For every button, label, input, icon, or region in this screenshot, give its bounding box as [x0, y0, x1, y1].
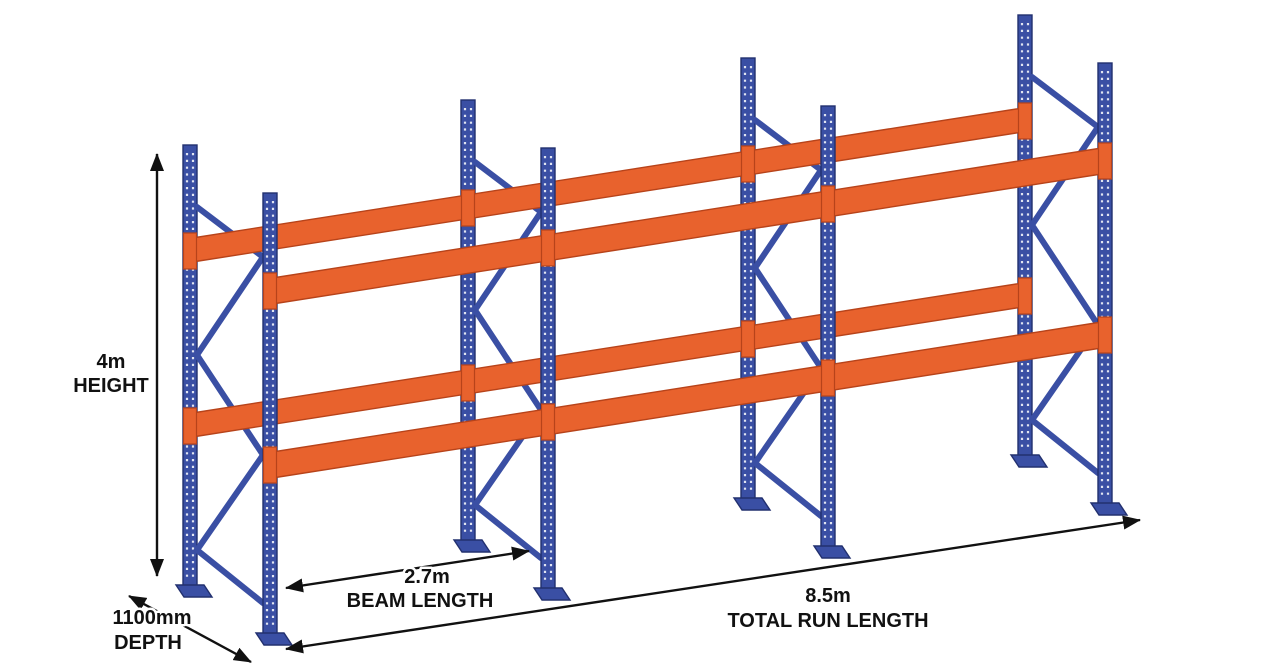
- depth-caption-label: DEPTH: [114, 632, 182, 654]
- beam-connector: [1097, 142, 1113, 180]
- total-run-value-label: 8.5m: [805, 585, 851, 607]
- beam-connector: [740, 145, 756, 183]
- front-beam-connectors: [262, 142, 1113, 484]
- beam-connector: [820, 185, 836, 223]
- total-run-caption-label: TOTAL RUN LENGTH: [727, 610, 928, 632]
- beam-connector: [540, 229, 556, 267]
- beam-length-value-label: 2.7m: [404, 566, 450, 588]
- height-dimension: 4m HEIGHT: [71, 153, 164, 577]
- beam-connector: [1097, 316, 1113, 354]
- beam-connector: [1017, 277, 1033, 315]
- depth-value-label: 1100mm: [113, 607, 192, 629]
- beam-length-caption-label: BEAM LENGTH: [347, 590, 494, 612]
- height-caption-label: HEIGHT: [73, 375, 149, 397]
- frame-bracing: [197, 77, 1098, 603]
- beam-connector: [182, 232, 198, 270]
- beam-connector: [182, 407, 198, 445]
- beam-connector: [262, 446, 278, 484]
- total-run-dimension-arrow: [285, 515, 1141, 654]
- front-beams: [262, 142, 1113, 484]
- depth-dimension: 1100mm DEPTH: [110, 594, 252, 664]
- depth-dimension-arrow: [128, 594, 252, 664]
- beam-connector: [460, 364, 476, 402]
- beam-length-dimension: 2.7m BEAM LENGTH: [285, 546, 530, 615]
- beam-connector: [460, 189, 476, 227]
- rear-beam-connectors: [182, 102, 1033, 445]
- beam-connector: [740, 320, 756, 358]
- beam-connector: [262, 272, 278, 310]
- rear-beams: [182, 102, 1033, 445]
- bracing-frame-4: [1032, 77, 1098, 473]
- dimension-annotations: 4m HEIGHT 1100mm DEPTH 2.7m BEAM LENGTH …: [71, 153, 1141, 664]
- total-run-dimension: 8.5m TOTAL RUN LENGTH: [285, 515, 1141, 654]
- beam-connector: [820, 359, 836, 397]
- beam-connector: [540, 403, 556, 441]
- beam-connector: [1017, 102, 1033, 140]
- height-value-label: 4m: [97, 351, 126, 373]
